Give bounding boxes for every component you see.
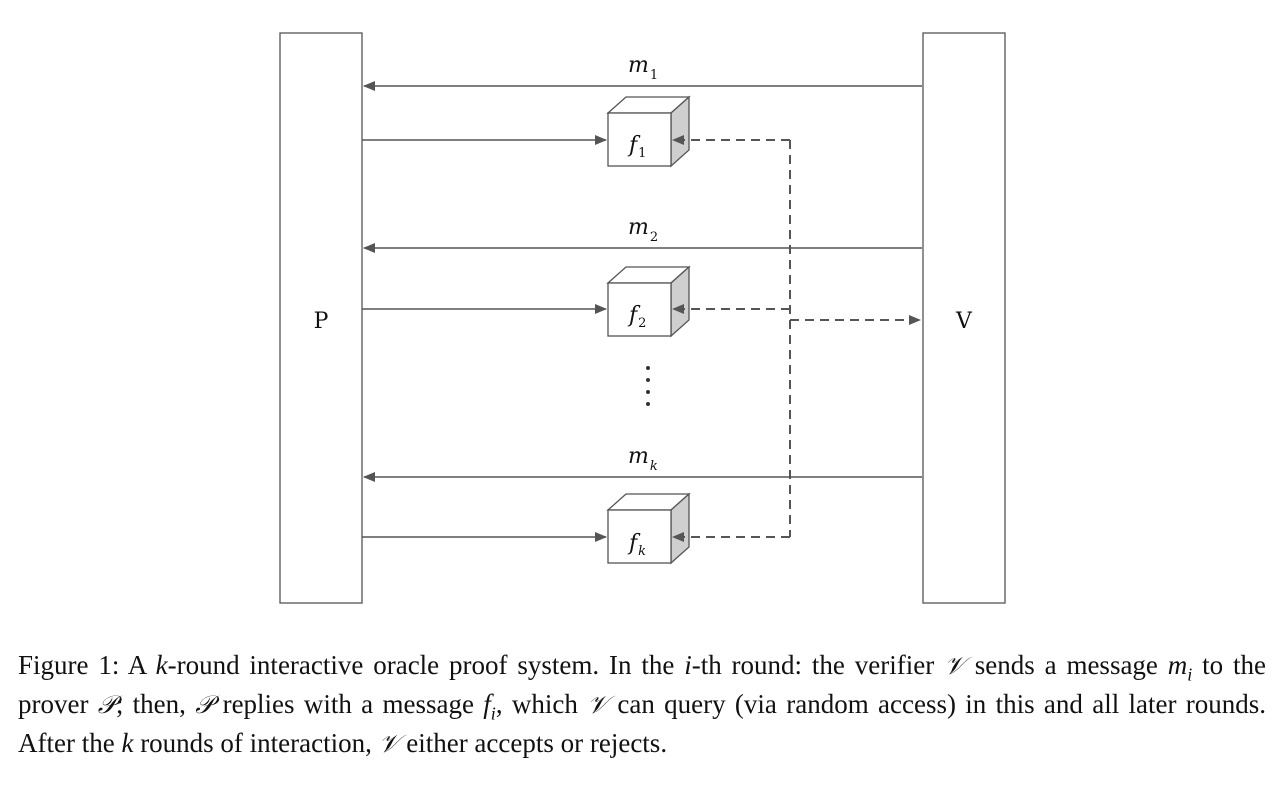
iop-diagram: P V m1 f1 m2 f2 mk — [279, 32, 1006, 604]
round-k: mk fk — [362, 444, 922, 565]
message-label-1: m1 — [628, 53, 658, 83]
message-label-k: mk — [628, 444, 658, 474]
figure-caption: Figure 1: A k-round interactive oracle p… — [18, 650, 1267, 758]
message-label-2: m2 — [628, 215, 658, 245]
verifier-label: V — [955, 309, 973, 334]
rounds-ellipsis — [646, 366, 650, 406]
prover-label: P — [314, 309, 329, 334]
prover-box — [279, 32, 363, 604]
oracle-query-lines — [672, 135, 921, 542]
verifier-box — [922, 32, 1006, 604]
round-2: m2 f2 — [362, 215, 922, 338]
round-1: m1 f1 — [362, 53, 922, 168]
oracle-cube-2 — [606, 265, 691, 338]
oracle-cube-1 — [606, 95, 691, 168]
oracle-cube-k — [606, 492, 691, 565]
